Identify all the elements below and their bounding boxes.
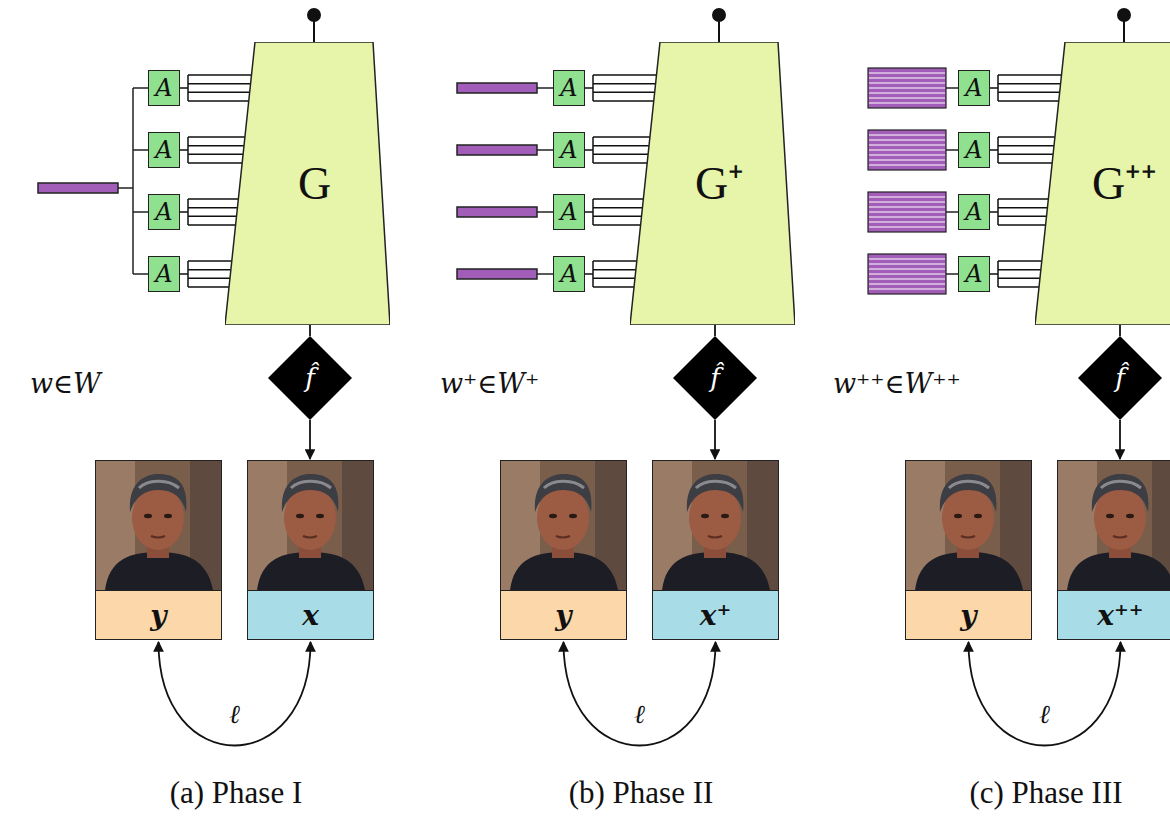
adapter-box: A	[553, 132, 585, 168]
generator-label: G	[284, 161, 331, 207]
adapter-box: A	[148, 194, 180, 230]
trapezoid-shape	[225, 42, 390, 325]
target-image: y	[95, 460, 222, 640]
loss-label: ℓ	[226, 700, 243, 729]
decision-diamond: f̂	[1078, 336, 1162, 420]
connector	[585, 261, 637, 287]
connector	[585, 199, 643, 225]
adapter-label: A	[560, 200, 577, 224]
image-label: y	[501, 590, 626, 639]
degradation-label: f̂	[710, 365, 720, 391]
adapter-box: A	[148, 70, 180, 106]
adapter-box: A	[553, 70, 585, 106]
connector	[714, 325, 716, 336]
connector	[585, 137, 650, 163]
latent-space-label: w⁺⁺∈W⁺⁺	[833, 368, 961, 399]
connector	[180, 137, 245, 163]
image-label: x⁺	[653, 590, 778, 639]
adapter-label: A	[155, 138, 172, 162]
diamond-shape	[673, 336, 757, 420]
connector	[564, 642, 716, 746]
generator-trapezoid: G⁺	[630, 42, 795, 325]
latent-space-label: w⁺∈W⁺	[440, 368, 539, 399]
adapter-label: A	[965, 138, 982, 162]
connector	[1119, 420, 1121, 459]
adapter-label: A	[155, 76, 172, 100]
connector	[990, 261, 1042, 287]
phase-caption: (c) Phase III	[969, 775, 1122, 811]
trapezoid-shape	[1035, 42, 1170, 325]
image-label: y	[96, 590, 221, 639]
loss-label: ℓ	[631, 700, 648, 729]
degradation-label: f̂	[305, 365, 315, 391]
connector	[969, 642, 1121, 746]
adapter-label: A	[965, 200, 982, 224]
adapter-label: A	[560, 262, 577, 286]
adapter-label: A	[965, 262, 982, 286]
image-label: x⁺⁺	[1058, 590, 1170, 639]
adapter-box: A	[958, 256, 990, 292]
generator-trapezoid: G	[225, 42, 390, 325]
connector	[180, 261, 232, 287]
connector	[309, 325, 311, 336]
decision-diamond: f̂	[673, 336, 757, 420]
diamond-shape	[1078, 336, 1162, 420]
image-label: x	[248, 590, 373, 639]
adapter-label: A	[560, 138, 577, 162]
connector	[585, 75, 657, 101]
connector	[990, 75, 1062, 101]
adapter-box: A	[148, 132, 180, 168]
phase-caption: (b) Phase II	[569, 775, 714, 811]
adapter-box: A	[553, 256, 585, 292]
connector	[990, 137, 1055, 163]
adapter-label: A	[155, 262, 172, 286]
connector	[159, 642, 311, 746]
connector	[309, 420, 311, 459]
decision-diamond: f̂	[268, 336, 352, 420]
adapter-label: A	[560, 76, 577, 100]
target-image: y	[500, 460, 627, 640]
connector	[180, 75, 252, 101]
adapter-box: A	[958, 132, 990, 168]
trapezoid-shape	[630, 42, 795, 325]
connector	[180, 199, 238, 225]
latent-space-label: w∈W	[30, 368, 101, 399]
output-image: x⁺	[652, 460, 779, 640]
generator-label: G⁺	[681, 161, 744, 207]
loss-label: ℓ	[1036, 700, 1053, 729]
image-label: y	[906, 590, 1031, 639]
connector	[1119, 325, 1121, 336]
adapter-box: A	[148, 256, 180, 292]
adapter-box: A	[958, 70, 990, 106]
connector	[714, 420, 716, 459]
output-image: x	[247, 460, 374, 640]
generator-label: G⁺⁺	[1078, 161, 1157, 207]
generator-trapezoid: G⁺⁺	[1035, 42, 1170, 325]
target-image: y	[905, 460, 1032, 640]
output-image: x⁺⁺	[1057, 460, 1170, 640]
adapter-box: A	[958, 194, 990, 230]
degradation-label: f̂	[1115, 365, 1125, 391]
phase-caption: (a) Phase I	[170, 775, 303, 811]
adapter-label: A	[965, 76, 982, 100]
diamond-shape	[268, 336, 352, 420]
adapter-box: A	[553, 194, 585, 230]
adapter-label: A	[155, 200, 172, 224]
connector	[990, 199, 1048, 225]
